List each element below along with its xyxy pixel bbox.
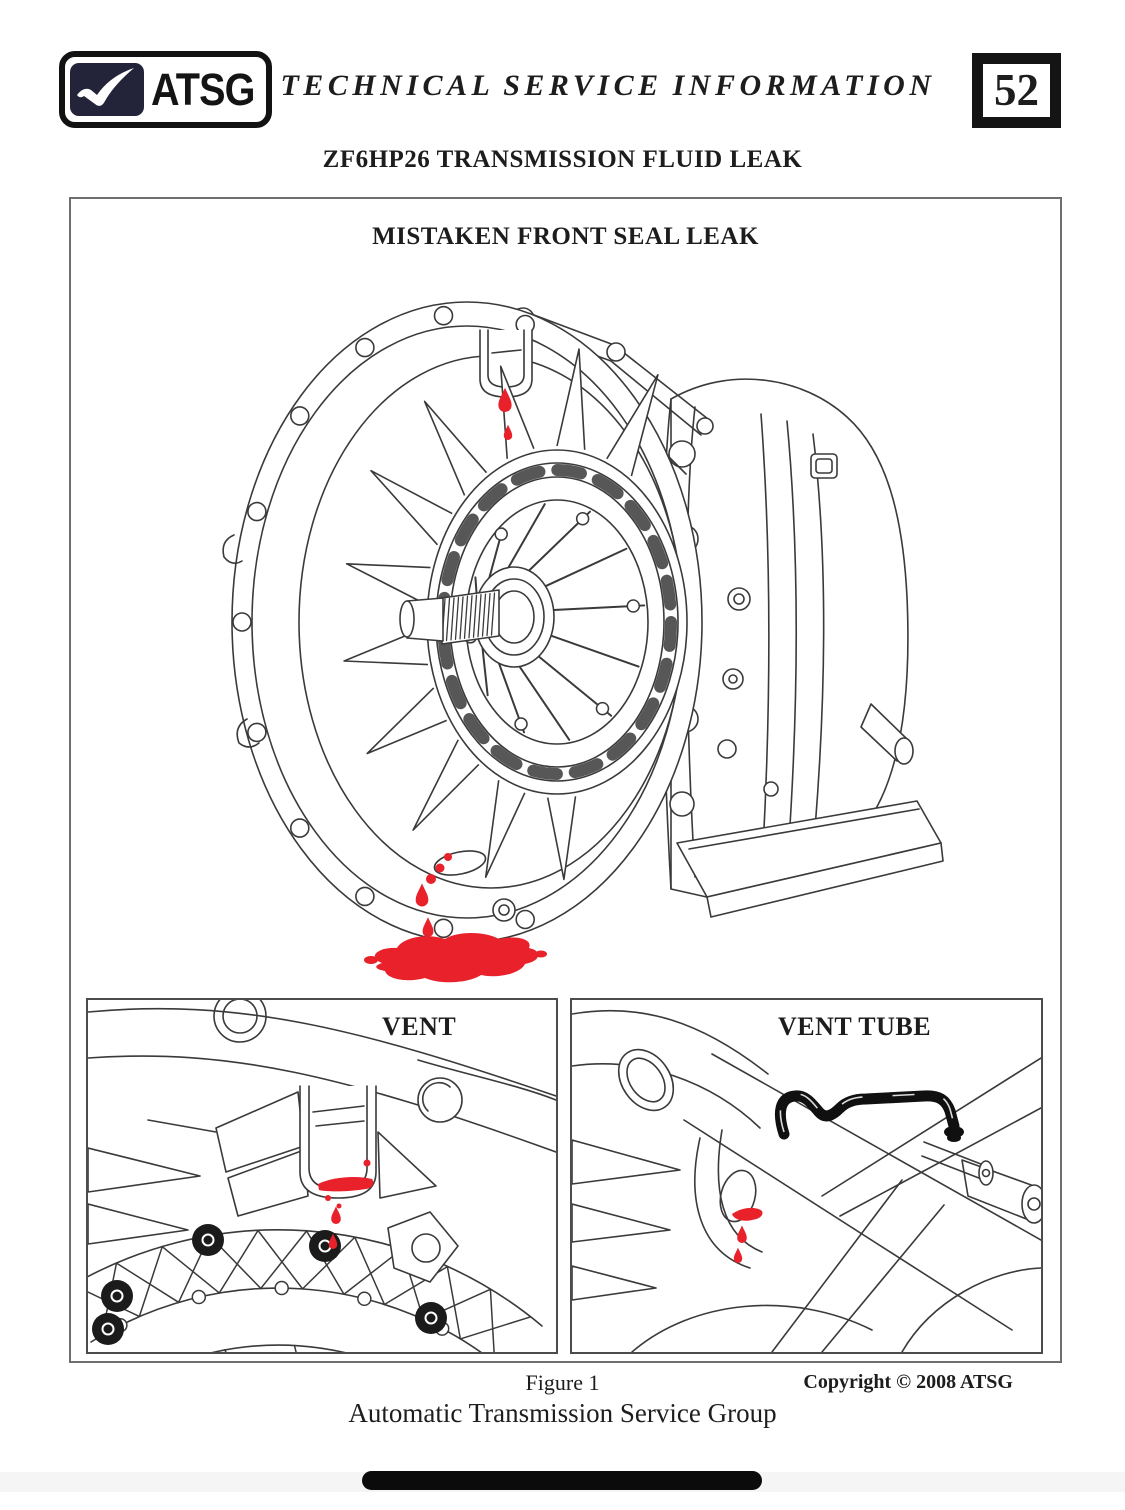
checkmark-swoosh-icon	[77, 68, 134, 106]
vent-tube-panel: VENT TUBE	[570, 998, 1043, 1354]
atsg-checkmark-icon	[70, 63, 144, 116]
vent-leak-marks	[318, 1159, 374, 1249]
vent-panel: VENT	[86, 998, 558, 1354]
footer-organization: Automatic Transmission Service Group	[348, 1398, 777, 1428]
transmission-diagram	[222, 301, 944, 983]
vent-tube-label: VENT TUBE	[778, 1012, 932, 1041]
figure-heading: MISTAKEN FRONT SEAL LEAK	[372, 223, 759, 250]
fluid-puddle	[374, 933, 539, 983]
figure-1-frame: MISTAKEN FRONT SEAL LEAK	[69, 197, 1062, 1363]
fluid-leak-marks	[364, 387, 547, 983]
vent-tube-leak-marks	[732, 1207, 763, 1263]
torque-converter	[399, 449, 688, 795]
logo-text: ATSG	[151, 64, 255, 115]
atsg-logo: ATSG	[59, 51, 272, 128]
vent-tube	[774, 1090, 964, 1142]
rear-housing	[661, 378, 944, 918]
converter-bolts	[92, 1224, 447, 1345]
masthead-title: TECHNICAL SERVICE INFORMATION	[280, 69, 936, 102]
vent-label: VENT	[382, 1012, 457, 1041]
home-indicator[interactable]	[362, 1471, 762, 1490]
page-number: 52	[994, 65, 1039, 115]
document-title: ZF6HP26 TRANSMISSION FLUID LEAK	[322, 146, 803, 173]
copyright-notice: Copyright © 2008 ATSG	[803, 1371, 1013, 1393]
converter-fins	[343, 348, 659, 881]
figure-caption: Figure 1	[525, 1370, 600, 1395]
vent-closeup-diagram	[88, 1000, 556, 1352]
vent-tube-closeup-diagram	[572, 1009, 1041, 1352]
page-number-box: 52	[972, 53, 1061, 128]
